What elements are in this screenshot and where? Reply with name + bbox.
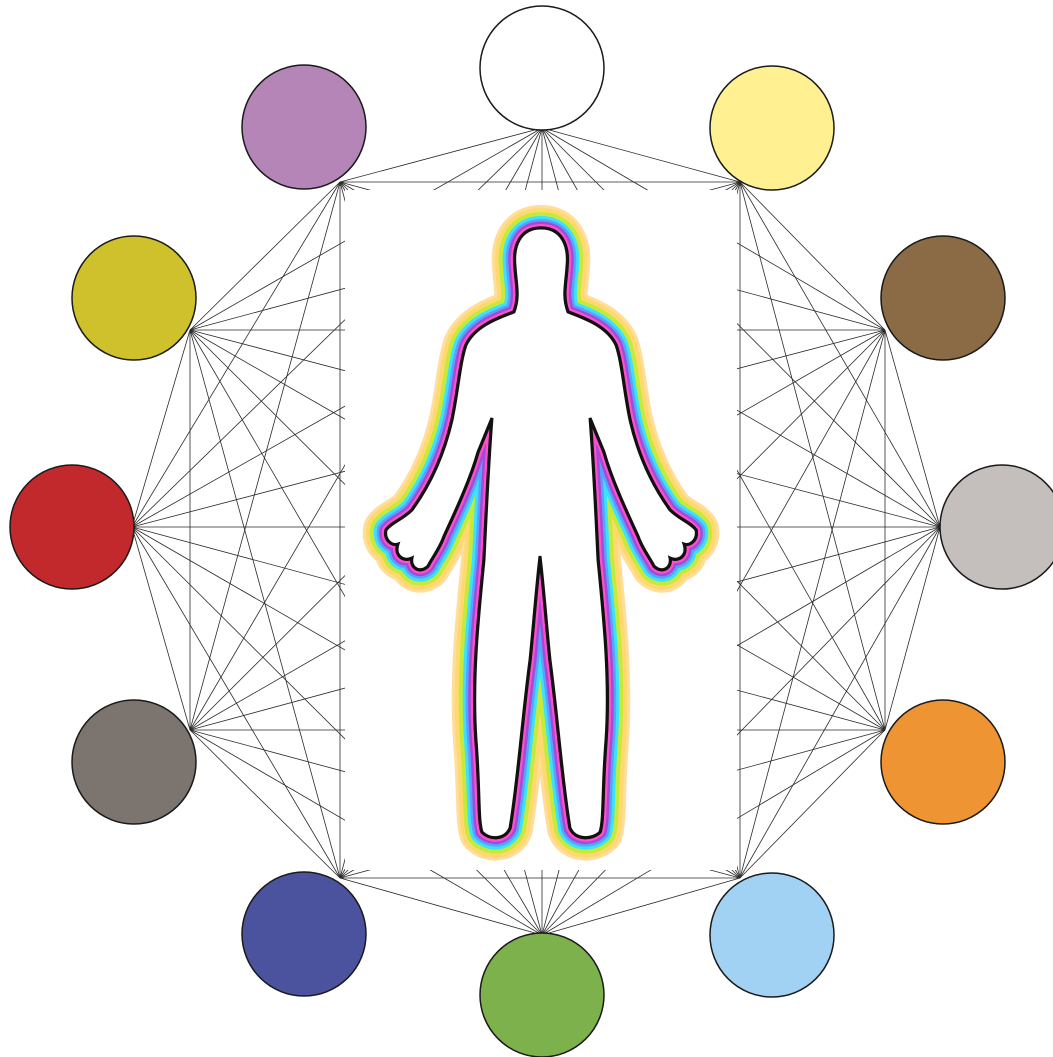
color-node-dark-gray <box>72 700 196 824</box>
connection-line <box>885 527 940 730</box>
color-node-green <box>480 933 604 1057</box>
connection-line <box>740 182 885 730</box>
color-node-olive-yellow <box>72 236 196 360</box>
connection-line <box>340 878 542 935</box>
color-node-pale-yellow <box>710 66 834 190</box>
color-node-red <box>10 465 134 589</box>
connection-line <box>740 527 940 878</box>
connection-line <box>190 182 340 730</box>
color-node-white <box>480 6 604 130</box>
color-node-light-blue <box>710 873 834 997</box>
color-node-brown <box>881 236 1005 360</box>
color-node-light-gray <box>940 465 1053 589</box>
connection-line <box>190 182 340 330</box>
color-node-lavender <box>242 65 366 189</box>
connection-line <box>190 330 340 878</box>
color-node-orange <box>881 700 1005 824</box>
connection-line <box>740 182 940 527</box>
connection-line <box>132 527 190 730</box>
color-node-indigo <box>242 872 366 996</box>
connection-line <box>340 128 542 182</box>
connection-line <box>740 330 885 878</box>
